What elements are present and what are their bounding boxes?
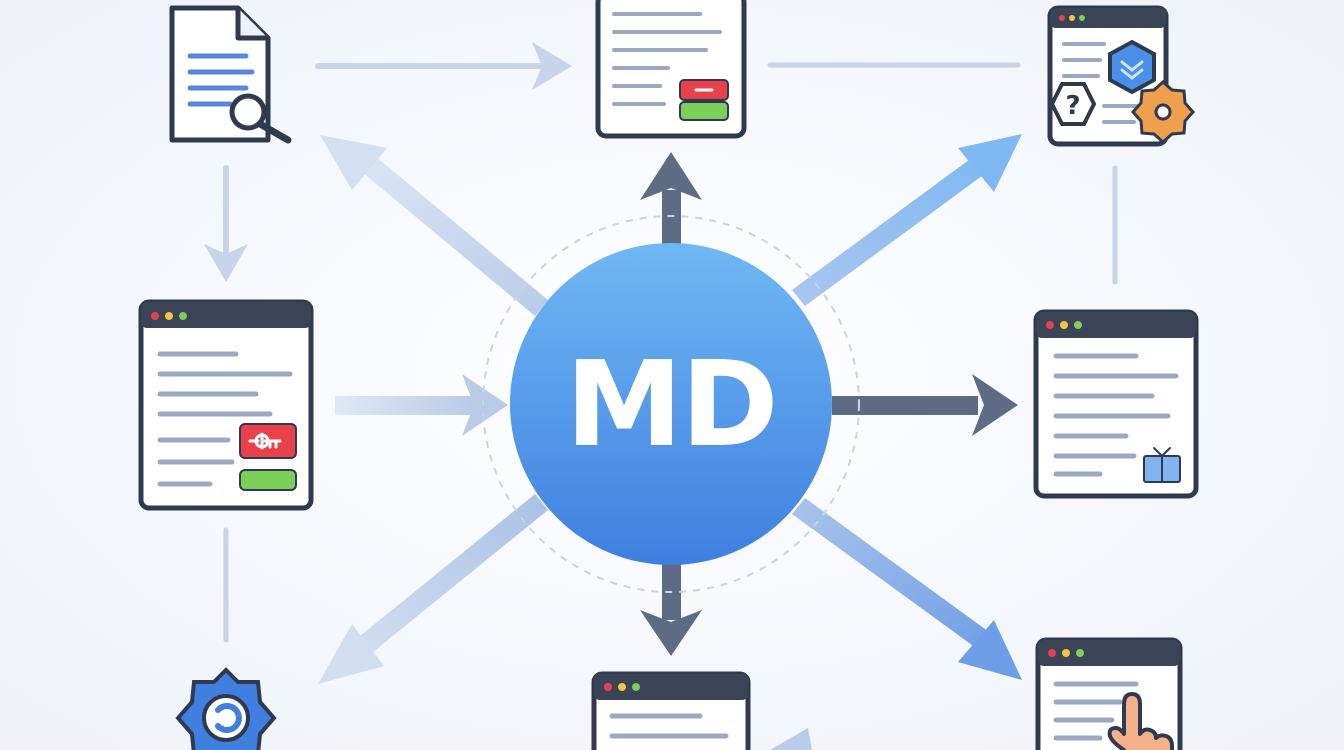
arrow-top-horizontal [315,42,572,90]
arrow-left-down [204,165,248,282]
document-magnifier-icon [169,5,292,144]
arrow-hub-down [640,560,702,656]
arrow-hub-up [640,152,702,245]
form-window-left [138,299,314,511]
svg-text:?: ? [1065,91,1080,121]
connector-lines [223,62,1118,643]
pointing-hand-icon [1107,692,1174,750]
arrows [204,42,1022,750]
hub-orbit-ring [482,215,860,593]
arrow-hub-upper-left [320,135,548,316]
hub [482,215,860,593]
bottom-window [591,671,751,750]
arrow-hub-lower-left [318,494,548,684]
arrow-left-to-hub [335,374,508,436]
arrow-hub-to-right [832,374,1018,436]
form-window-top [595,0,747,139]
arrow-hub-lower-right [792,498,1022,680]
window-pointer-icon [1035,637,1183,750]
arrow-hub-upper-right [792,134,1022,306]
arrow-bottom-partial [770,728,812,750]
hub-circle [510,243,832,565]
gear-icon [175,667,277,750]
window-help-settings-icon: ? [1047,5,1196,147]
window-gift-icon [1033,309,1199,499]
